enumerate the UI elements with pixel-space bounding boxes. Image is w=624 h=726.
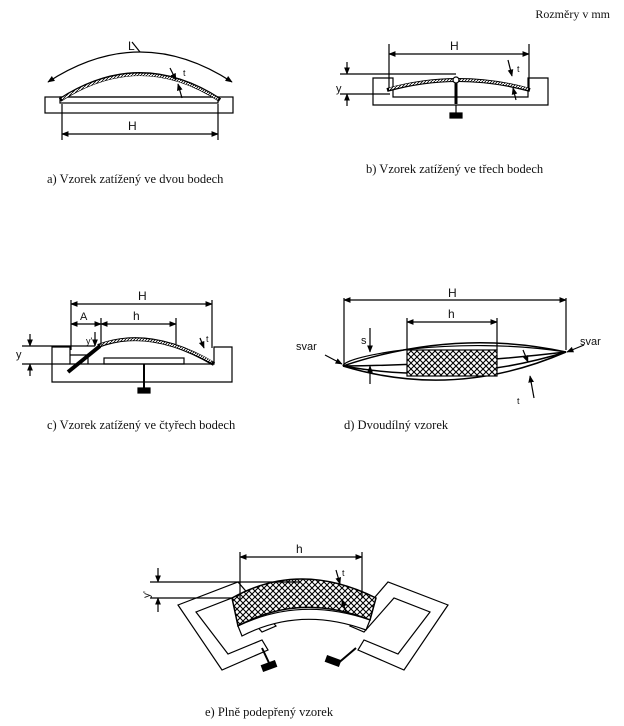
screw-c <box>137 387 151 394</box>
specimen-c-hatch <box>99 338 213 363</box>
label-s: s <box>361 335 367 347</box>
thickness-arrow-e2 <box>341 599 347 613</box>
label-yprime-c: y' <box>86 336 93 346</box>
base-recess-a <box>59 96 219 104</box>
thickness-arrow-a1 <box>169 67 177 81</box>
caption-d: d) Dvoudílný vzorek <box>344 418 449 432</box>
label-H-a: H <box>128 119 137 133</box>
diagram-d <box>324 297 585 399</box>
screw-b <box>449 112 463 119</box>
specimen-a-hatch <box>61 73 219 100</box>
insert-d-hatched <box>406 349 498 377</box>
diagram-e <box>150 552 449 672</box>
specimen-d-outer-top <box>342 345 567 367</box>
weld-arrow-right <box>566 344 585 353</box>
thickness-arrow-e1 <box>335 569 341 585</box>
center-pin-head-b <box>452 76 460 84</box>
label-y-c: y <box>16 349 22 361</box>
label-yprime-e: y' <box>142 591 153 598</box>
diagram-c <box>22 300 233 394</box>
label-h-d: h <box>448 307 455 321</box>
thickness-arrow-d2 <box>528 375 535 399</box>
label-t-d: t <box>517 396 520 406</box>
label-t-a: t <box>183 68 186 78</box>
thickness-arrow-b1 <box>507 59 514 77</box>
clamp-right-screw-head <box>324 655 342 667</box>
label-h-e: h <box>296 542 303 556</box>
thickness-arrow-c <box>198 337 205 349</box>
inner-bar-c <box>103 357 185 365</box>
caption-a: a) Vzorek zatížený ve dvou bodech <box>47 172 224 186</box>
clamp-left-screw-head <box>260 660 278 672</box>
specimen-c-left <box>66 344 102 374</box>
dimension-L-leader <box>131 41 141 53</box>
label-h-c: h <box>133 309 140 323</box>
label-A: A <box>80 311 88 323</box>
dimension-L-arc <box>47 51 233 83</box>
specimen-c <box>97 337 216 366</box>
thickness-arrow-b2 <box>511 87 518 101</box>
caption-c: c) Vzorek zatížený ve čtyřech bodech <box>47 418 236 432</box>
label-t-c: t <box>206 334 209 344</box>
label-t-e: t <box>342 568 345 578</box>
support-e <box>237 608 371 637</box>
units-note: Rozměry v mm <box>535 7 610 21</box>
base-plate-a <box>44 96 234 114</box>
label-H-b: H <box>450 39 459 53</box>
diagram-b <box>340 44 549 119</box>
label-svar-right: svar <box>580 336 601 348</box>
weld-arrow-left <box>324 354 343 365</box>
diagram-a <box>44 41 234 140</box>
label-y-b: y <box>336 83 342 95</box>
frame-b <box>372 77 549 106</box>
thickness-arrow-d1 <box>522 349 529 363</box>
frame-c <box>51 346 233 383</box>
thickness-arrow-a2 <box>177 83 183 99</box>
label-L: L <box>128 39 135 53</box>
label-svar-left: svar <box>296 341 317 353</box>
clamp-left-screw <box>261 647 271 666</box>
caption-b: b) Vzorek zatížený ve třech bodech <box>366 162 544 176</box>
label-H-c: H <box>138 289 147 303</box>
caption-e: e) Plně podepřený vzorek <box>205 705 334 719</box>
label-t-b: t <box>517 64 520 74</box>
label-H-d: H <box>448 286 457 300</box>
